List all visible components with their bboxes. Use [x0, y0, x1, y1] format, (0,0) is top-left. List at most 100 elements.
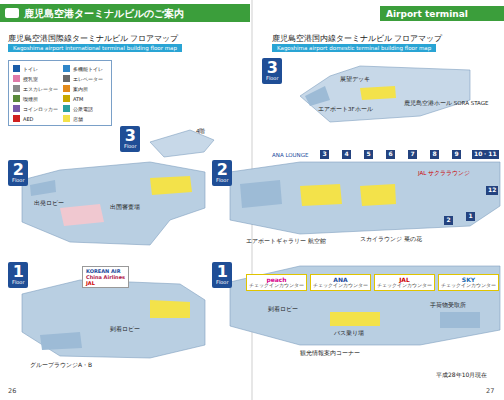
node-text: 3	[124, 128, 136, 144]
area-label: 鹿児島空港ホール SORA STAGE	[404, 100, 489, 106]
node-text: 8	[432, 151, 437, 158]
legend-swatch	[13, 95, 20, 102]
legend-text: 店舗	[73, 116, 83, 122]
legend-text: 授乳室	[23, 76, 38, 82]
gate-number: 12	[486, 186, 498, 195]
legend-swatch	[63, 115, 70, 122]
legend-swatch	[63, 85, 70, 92]
gate-number: 7	[408, 150, 417, 159]
legend-text: エスカレーター	[23, 86, 58, 92]
area	[30, 180, 56, 196]
legend-text: 案内所	[73, 86, 88, 92]
area-label: ANA LOUNGE	[272, 152, 308, 158]
gate-number: 3	[320, 150, 329, 159]
node-text: 1	[12, 264, 24, 280]
node-text: Airport terminal	[386, 9, 498, 19]
gate-number: 1	[466, 212, 475, 221]
node-subtext: China Airlines	[86, 274, 125, 280]
area	[60, 204, 104, 226]
legend-text: 多機能トイレ	[73, 66, 103, 72]
node-text: 9	[454, 151, 459, 158]
subtitle-band: Kagoshima airport domestic terminal buil…	[272, 44, 436, 52]
gate-number: 2	[444, 216, 453, 225]
legend-swatch	[13, 85, 20, 92]
node-text: Kagoshima airport domestic terminal buil…	[277, 45, 431, 51]
node-subtext: Floor	[12, 178, 24, 184]
area-label: スカイラウンジ 菜の花	[360, 236, 422, 242]
floor-outline	[300, 66, 470, 122]
shop-area	[150, 300, 190, 318]
node-text: ANA	[313, 276, 368, 283]
node-text: 7	[410, 151, 415, 158]
legend-text: コインロッカー	[23, 106, 58, 112]
checkin-counter: SKYチェックインカウンター	[438, 274, 499, 291]
legend-swatch	[63, 105, 70, 112]
legend-swatch	[63, 95, 70, 102]
floor-outline	[230, 266, 500, 345]
node-text: 3	[322, 151, 327, 158]
gate-number: 10・11	[472, 150, 499, 159]
node-subtext: Floor	[266, 76, 278, 82]
floor-outline	[230, 162, 500, 234]
node-text: 5	[366, 151, 371, 158]
floor-badge: 1Floor	[212, 262, 232, 288]
page-title: 鹿児島空港ターミナルビルのご案内	[24, 7, 184, 21]
legend-swatch	[13, 65, 20, 72]
floor-badge: 2Floor	[212, 160, 232, 186]
area-label: バス乗り場	[334, 330, 364, 336]
area-label: 4階	[196, 128, 206, 134]
legend-swatch	[63, 75, 70, 82]
node-subtext: チェックインカウンター	[441, 283, 496, 289]
node-text: 3	[266, 60, 278, 76]
floor-badge: 1Floor	[8, 262, 28, 288]
shop-area	[360, 184, 396, 206]
node-subtext: チェックインカウンター	[249, 283, 304, 289]
legend-text: 公衆電話	[73, 106, 93, 112]
legend-box: トイレ多機能トイレ授乳室エレベーターエスカレーター案内所喫煙所ATMコインロッカ…	[8, 60, 112, 126]
node-subtext: Floor	[216, 280, 228, 286]
floor-outline	[22, 162, 205, 245]
area	[305, 86, 330, 106]
gate-number: 8	[430, 150, 439, 159]
legend-text: 喫煙所	[23, 96, 38, 102]
node-subtext: JAL	[86, 280, 125, 286]
floor-badge: 2Floor	[8, 160, 28, 186]
airline-sign: KOREAN AIRChina AirlinesJAL	[82, 266, 129, 288]
area-label: エアポート3Fホール	[318, 106, 373, 112]
area	[40, 332, 82, 350]
legend-swatch	[13, 75, 20, 82]
node-subtext: チェックインカウンター	[313, 283, 368, 289]
page-note: 26	[8, 388, 16, 395]
node-text: 1	[216, 264, 228, 280]
title-band: 鹿児島空港ターミナルビルのご案内	[0, 4, 250, 22]
node-text: peach	[249, 276, 304, 283]
map-subtitle: 鹿児島空港国際線ターミナルビル フロアマップ	[8, 35, 178, 44]
checkin-counter: JALチェックインカウンター	[374, 274, 435, 291]
node-text: KOREAN AIR	[86, 268, 125, 274]
node-text: Kagoshima airport international terminal…	[13, 45, 177, 51]
node-text: 2	[12, 162, 24, 178]
node-subtext: チェックインカウンター	[377, 283, 432, 289]
legend-text: トイレ	[23, 66, 38, 72]
node-subtext: Floor	[216, 178, 228, 184]
page-note: 27	[486, 388, 494, 395]
legend-text: AED	[23, 116, 33, 122]
node-text: JAL	[377, 276, 432, 283]
area-label: 観光情報案内コーナー	[300, 350, 360, 356]
area-label: エアポートギャラリー 航空館	[246, 238, 326, 244]
area-label: 出国審査場	[110, 204, 140, 211]
node-text: 12	[488, 187, 496, 194]
node-text: 4	[344, 151, 349, 158]
shop-area	[150, 176, 192, 195]
checkin-counter: ANAチェックインカウンター	[310, 274, 371, 291]
legend-text: エレベーター	[73, 76, 103, 82]
area-label: 展望デッキ	[340, 76, 370, 82]
floor-badge: 3Floor	[120, 126, 140, 152]
bus-icon	[4, 6, 20, 20]
floor-badge: 3Floor	[262, 58, 282, 84]
shop-area	[300, 184, 342, 206]
header-band: Airport terminal	[380, 6, 504, 21]
legend-swatch	[13, 105, 20, 112]
